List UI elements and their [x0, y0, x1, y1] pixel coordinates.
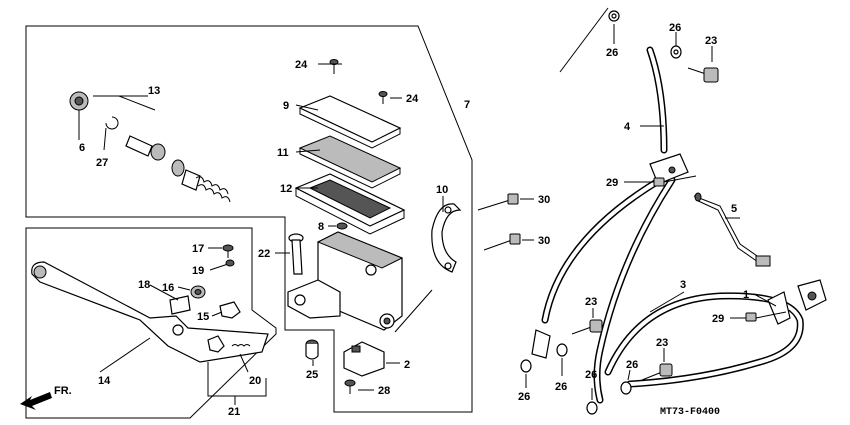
- group-box-master-cylinder: [25, 25, 473, 413]
- callout-26c: 26: [518, 391, 530, 403]
- hose-end-fitting: [531, 329, 551, 359]
- pivot-collar: [190, 285, 206, 299]
- piston-kit: [69, 91, 231, 203]
- pivot-bolt: [288, 233, 304, 275]
- small-screw: [336, 222, 348, 230]
- callout-17: 17: [192, 243, 204, 255]
- callout-26a: 26: [606, 47, 618, 59]
- callout-14: 14: [98, 375, 111, 387]
- washer-26d: [556, 343, 568, 357]
- group-box-lever: [25, 227, 277, 419]
- callout-23a: 23: [705, 35, 717, 47]
- callout-26b: 26: [669, 22, 681, 34]
- callout-26e: 26: [585, 369, 597, 381]
- callout-10: 10: [436, 184, 448, 196]
- bracket-21: [207, 362, 267, 397]
- washer-26c: [520, 359, 532, 373]
- callout-29a: 29: [606, 177, 618, 189]
- cap-screw-top: [329, 59, 339, 74]
- bolt-oil-23c: [641, 363, 673, 381]
- adjuster-cam: [219, 301, 241, 319]
- washer-26b: [670, 45, 682, 59]
- bolt-oil-23a: [687, 67, 719, 83]
- brake-pipe-clamp: [767, 291, 791, 325]
- callout-16: 16: [162, 282, 174, 294]
- callout-26f: 26: [626, 359, 638, 371]
- callout-12: 12: [280, 183, 292, 195]
- callout-20: 20: [249, 375, 261, 387]
- brake-pipe: [693, 192, 771, 267]
- callout-21: 21: [228, 406, 240, 418]
- bolt-30b: [483, 233, 521, 251]
- dust-cap: [305, 339, 319, 360]
- bolt-oil-23b: [571, 319, 603, 335]
- adjuster-screw: [209, 259, 235, 271]
- callout-8: 8: [318, 221, 324, 233]
- callout-1: 1: [743, 289, 749, 301]
- callout-26d: 26: [555, 381, 567, 393]
- callout-28: 28: [378, 385, 390, 397]
- lever-bushing: [169, 295, 191, 315]
- callout-22: 22: [258, 248, 270, 260]
- hose-joint: [649, 153, 689, 185]
- callout-3: 3: [680, 279, 686, 291]
- callout-29b: 29: [712, 313, 724, 325]
- master-cylinder-body: [287, 231, 404, 331]
- callout-24b: 24: [406, 93, 419, 105]
- reservoir-cap: [298, 95, 402, 149]
- callout-19: 19: [192, 265, 204, 277]
- callout-30b: 30: [538, 235, 550, 247]
- callout-23b: 23: [585, 296, 597, 308]
- callout-9: 9: [283, 100, 289, 112]
- brake-hose-upper: [541, 46, 676, 404]
- cap-screw-side: [378, 91, 388, 104]
- brake-lever: [31, 261, 269, 363]
- callout-25: 25: [306, 369, 318, 381]
- direction-label: FR.: [54, 385, 72, 397]
- brake-hose-lower: [604, 292, 804, 388]
- callout-30a: 30: [538, 194, 550, 206]
- lever-bolt: [222, 244, 234, 258]
- callout-15: 15: [197, 311, 209, 323]
- hose-3-fitting: [797, 279, 827, 311]
- bolt-30a: [477, 193, 519, 211]
- callout-18: 18: [138, 279, 150, 291]
- adjuster-spring: [231, 344, 251, 347]
- callout-27: 27: [96, 157, 108, 169]
- washer-26e: [586, 401, 598, 415]
- washer-26f: [620, 381, 632, 395]
- master-cylinder-holder: [431, 203, 462, 273]
- callout-2: 2: [404, 359, 410, 371]
- washer-26a: [608, 10, 620, 22]
- bolt-29b: [745, 311, 787, 322]
- callout-6: 6: [79, 142, 85, 154]
- switch-screw: [344, 379, 356, 394]
- callout-5: 5: [731, 203, 737, 215]
- callout-23c: 23: [656, 337, 668, 349]
- callout-11: 11: [277, 147, 289, 159]
- callout-4: 4: [624, 121, 631, 133]
- adjuster-assembly: [207, 335, 225, 353]
- callout-13: 13: [148, 85, 160, 97]
- callout-7: 7: [464, 99, 470, 111]
- front-direction-arrow: [20, 392, 52, 410]
- diaphragm: [294, 173, 406, 235]
- diagram-code: MT73-F0400: [660, 407, 720, 418]
- callout-24a: 24: [295, 59, 308, 71]
- front-stop-switch: [343, 341, 385, 377]
